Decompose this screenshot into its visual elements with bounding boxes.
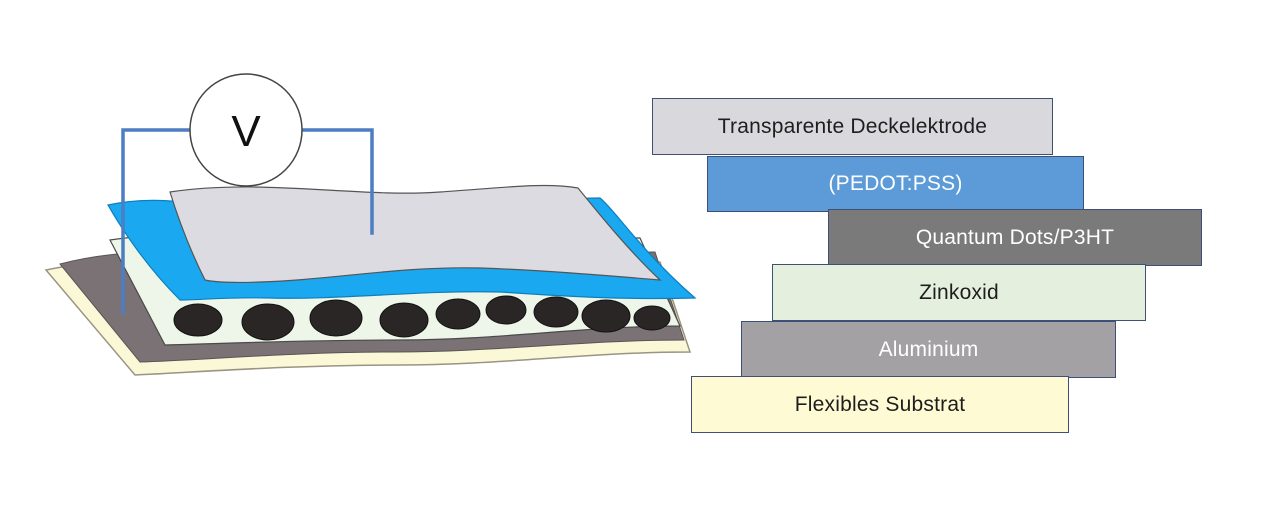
layer-box-pedot-pss: (PEDOT:PSS)	[707, 156, 1084, 212]
quantum-dot	[533, 296, 579, 328]
quantum-dot	[485, 295, 527, 325]
layer-label-zinkoxid: Zinkoxid	[919, 280, 999, 304]
layer-label-aluminium: Aluminium	[878, 337, 979, 361]
quantum-dot	[173, 303, 223, 337]
right-wire	[300, 128, 374, 235]
quantum-dots-row	[173, 295, 671, 341]
layer-box-zinkoxid: Zinkoxid	[772, 264, 1146, 321]
layer-label-quantum-dots: Quantum Dots/P3HT	[915, 225, 1115, 249]
circuit-wire	[121, 128, 374, 315]
voltmeter: V	[189, 73, 303, 187]
layer-box-quantum-dots: Quantum Dots/P3HT	[828, 209, 1202, 266]
layer-label-pedot-pss: (PEDOT:PSS)	[828, 172, 963, 195]
layer-box-top-electrode: Transparente Deckelektrode	[652, 98, 1053, 155]
layer-box-substrate: Flexibles Substrat	[691, 376, 1069, 433]
quantum-dot	[435, 298, 481, 330]
voltmeter-symbol: V	[231, 107, 261, 156]
voltmeter-circle	[189, 73, 303, 187]
layer-label-top-electrode: Transparente Deckelektrode	[717, 114, 988, 138]
quantum-dot	[241, 303, 295, 341]
left-wire	[121, 128, 192, 315]
quantum-dot	[581, 299, 631, 333]
quantum-dot	[633, 305, 671, 331]
quantum-dot	[379, 302, 429, 338]
layer-box-aluminium: Aluminium	[741, 321, 1116, 378]
flexible-device-illustration: V	[44, 73, 697, 376]
top-electrode-sheet	[169, 184, 662, 283]
quantum-dot	[309, 299, 363, 337]
layer-label-substrate: Flexibles Substrat	[794, 392, 966, 416]
